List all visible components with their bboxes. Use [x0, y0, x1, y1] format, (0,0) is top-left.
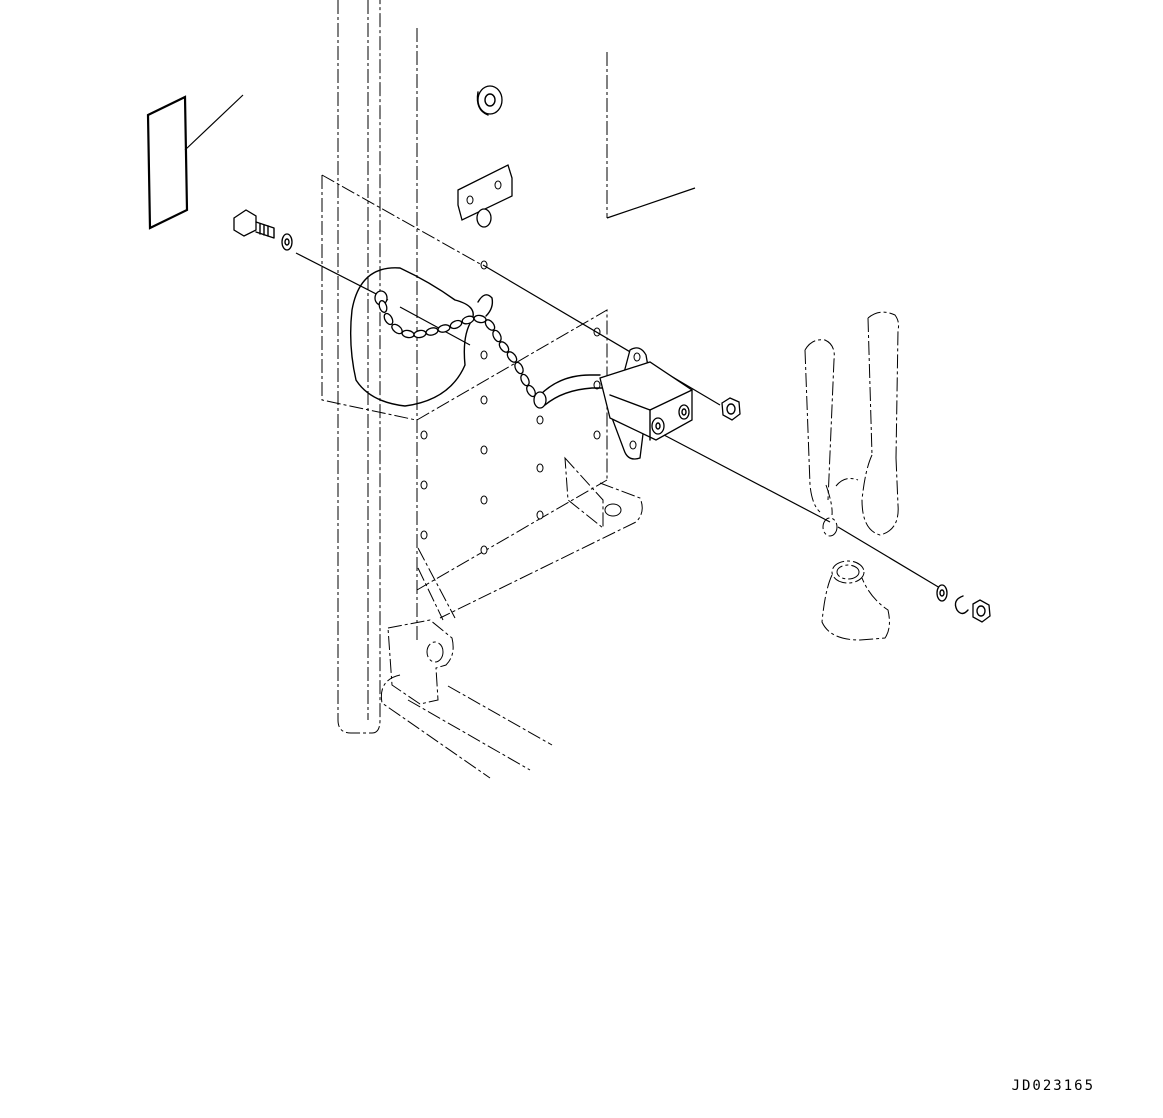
retaining-chain	[374, 290, 536, 398]
plain-washer	[281, 233, 293, 251]
switch-body	[599, 361, 693, 441]
chain-link	[461, 315, 475, 325]
terminal-cap-phantom	[821, 560, 890, 641]
frame-column-phantom	[337, 0, 608, 734]
rubber-cover	[349, 267, 494, 407]
chain-link	[473, 314, 487, 324]
chain-link	[449, 319, 463, 330]
mounting-bolt	[233, 209, 275, 239]
hex-nut-terminal	[972, 599, 991, 623]
chain-link	[437, 324, 451, 333]
hex-nut-upper	[721, 397, 741, 421]
gusset-bracket-phantom	[564, 456, 604, 530]
frame-leader-line	[606, 187, 696, 219]
chain-link	[401, 329, 415, 339]
cable-right-phantom	[835, 311, 900, 536]
chain-link	[492, 329, 502, 343]
cable-left-phantom	[804, 339, 838, 537]
lower-hinge-phantom	[380, 619, 553, 779]
chain-link	[378, 300, 388, 313]
lock-washer	[954, 595, 969, 615]
chain-link	[498, 341, 510, 353]
grommet-part	[476, 85, 503, 116]
chain-link	[506, 351, 518, 363]
connector-pipe	[533, 374, 603, 409]
terminal-washer	[936, 584, 948, 602]
chain-link	[425, 327, 439, 336]
clamp-plate-part	[457, 164, 513, 228]
chain-link	[520, 373, 530, 387]
chain-link	[514, 361, 524, 375]
bolt-axis-line	[295, 252, 471, 346]
decal-label-sheet	[146, 94, 244, 230]
chain-link	[413, 329, 427, 339]
plate-holes	[420, 260, 622, 555]
drawing-code-label: JD023165	[1011, 1078, 1095, 1094]
mounting-plate-phantom	[321, 174, 643, 621]
terminal-axis-line	[663, 434, 941, 589]
chain-link	[383, 312, 394, 326]
chain-link	[484, 319, 496, 331]
